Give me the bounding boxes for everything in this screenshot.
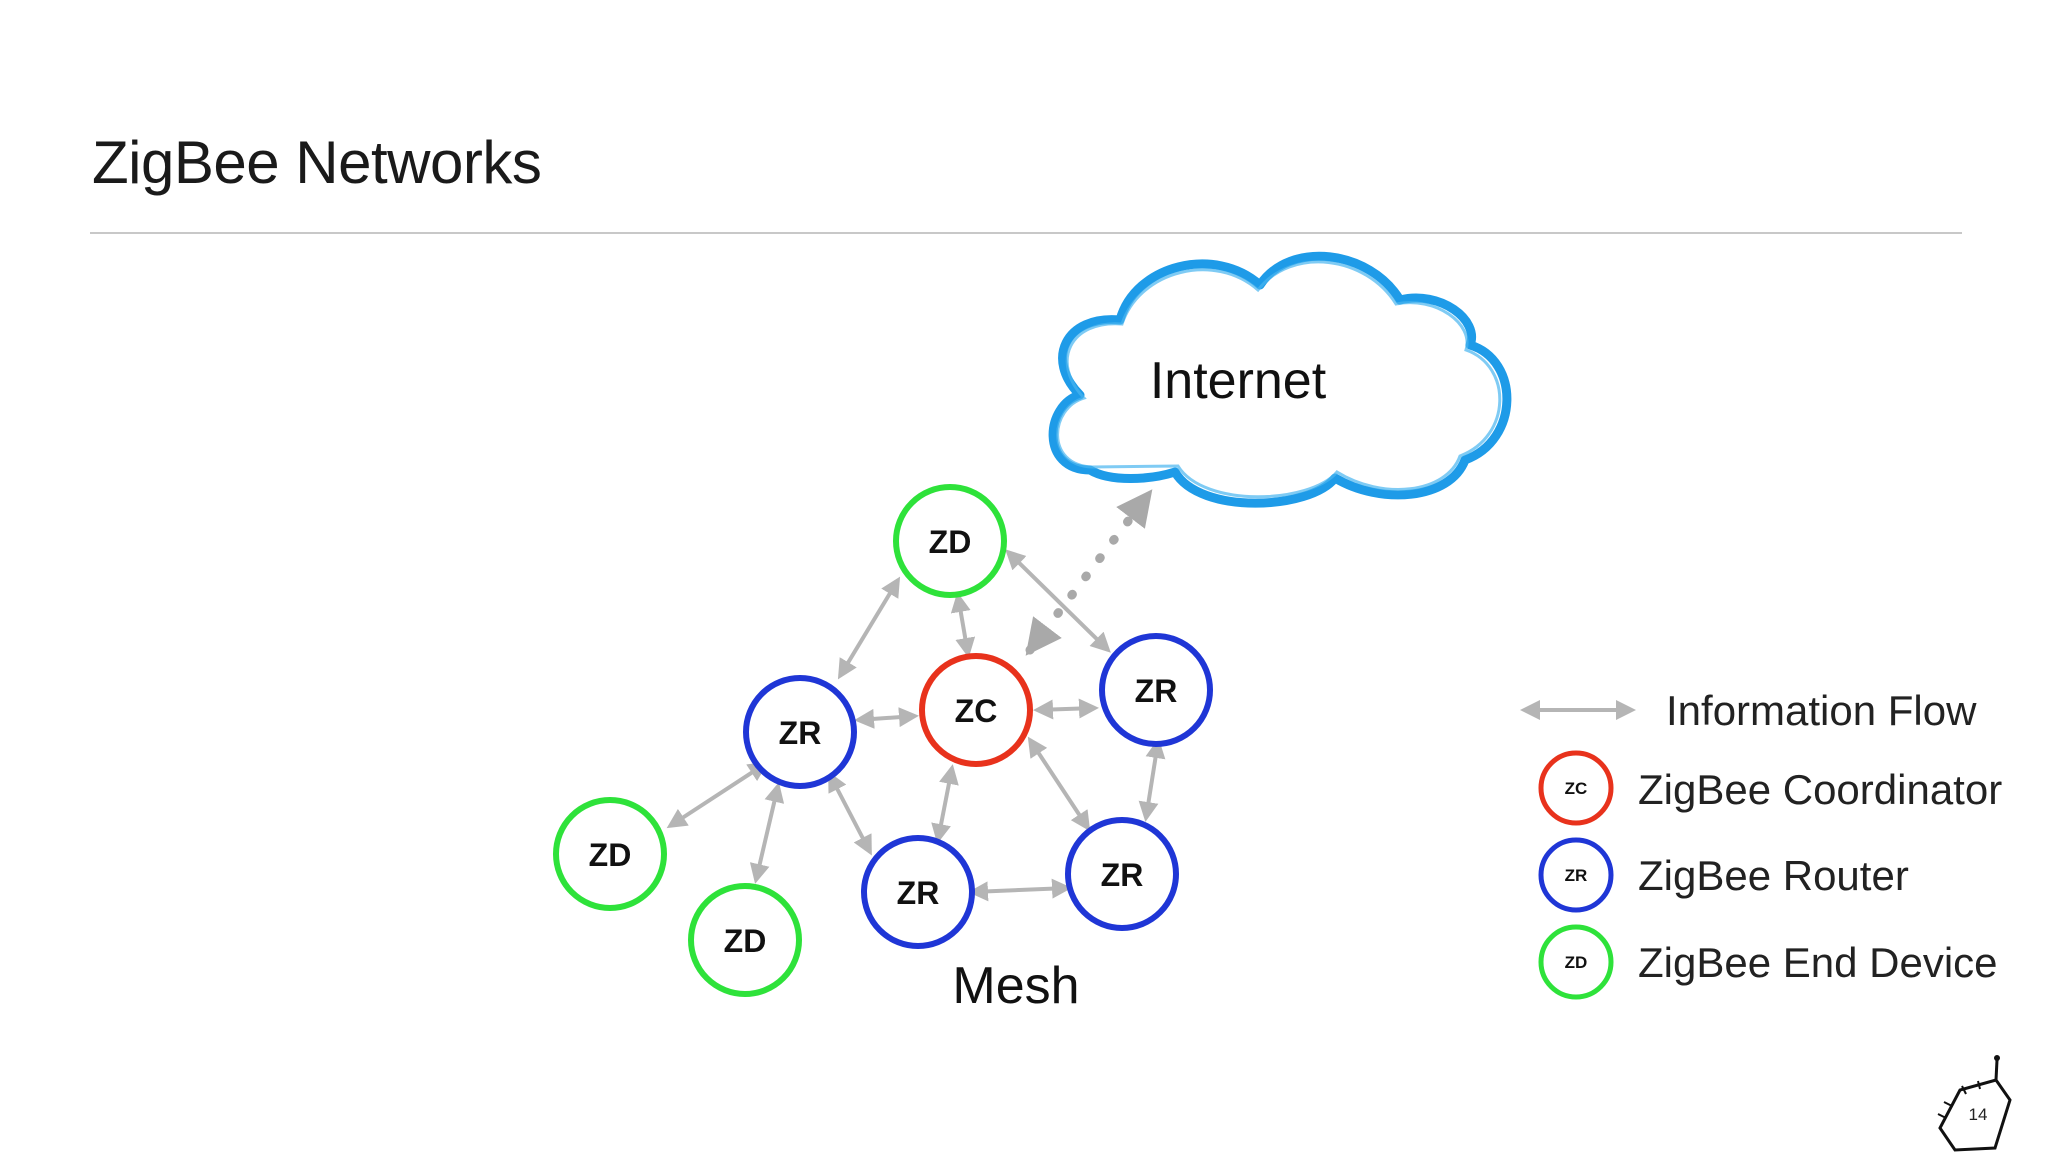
svg-text:ZD: ZD [1565,953,1588,972]
svg-text:ZC: ZC [1565,779,1588,798]
legend-coordinator: ZC ZigBee Coordinator [1538,750,2002,826]
node-zr-right: ZR [1099,633,1213,747]
svg-text:ZC: ZC [955,693,998,729]
internet-link [1025,489,1153,656]
svg-text:ZigBee Coordinator: ZigBee Coordinator [1638,766,2002,813]
svg-text:14: 14 [1969,1105,1988,1124]
coordinator-icon [1538,750,1614,826]
svg-text:ZigBee Router: ZigBee Router [1638,852,1909,899]
svg-text:ZD: ZD [929,524,972,560]
end-device-icon [1538,924,1614,1000]
svg-text:ZR: ZR [1565,866,1588,885]
svg-text:ZD: ZD [724,923,767,959]
node-zd-left: ZD [553,797,667,911]
legend-router: ZR ZigBee Router [1538,837,1909,913]
svg-text:ZR: ZR [897,875,940,911]
router-icon [1538,837,1614,913]
svg-text:ZR: ZR [1101,857,1144,893]
node-zc: ZC [919,653,1033,767]
svg-text:ZR: ZR [1135,673,1178,709]
node-zr-left: ZR [743,675,857,789]
node-zd-top: ZD [893,484,1007,598]
node-zd-bottom: ZD [688,883,802,997]
svg-text:Information Flow: Information Flow [1666,687,1977,734]
node-zr-bottom-mid: ZR [861,835,975,949]
svg-text:ZR: ZR [779,715,822,751]
legend-end-device: ZD ZigBee End Device [1538,924,1998,1000]
svg-text:ZD: ZD [589,837,632,873]
title-divider [90,232,1962,234]
internet-cloud: Internet [1048,251,1512,508]
svg-text:ZigBee End Device: ZigBee End Device [1638,939,1998,986]
legend: Information Flow ZC ZigBee Coordinator Z… [1520,687,2002,1000]
mesh-links [666,549,1166,902]
chip-icon [1938,1078,2012,1152]
page-number-badge: 14 [1937,1055,2012,1152]
slide-title: ZigBee Networks [92,129,542,196]
cloud-label: Internet [1150,352,1327,410]
mesh-label: Mesh [952,957,1079,1015]
legend-information-flow: Information Flow [1520,687,1977,734]
node-zr-bottom-right: ZR [1065,817,1179,931]
